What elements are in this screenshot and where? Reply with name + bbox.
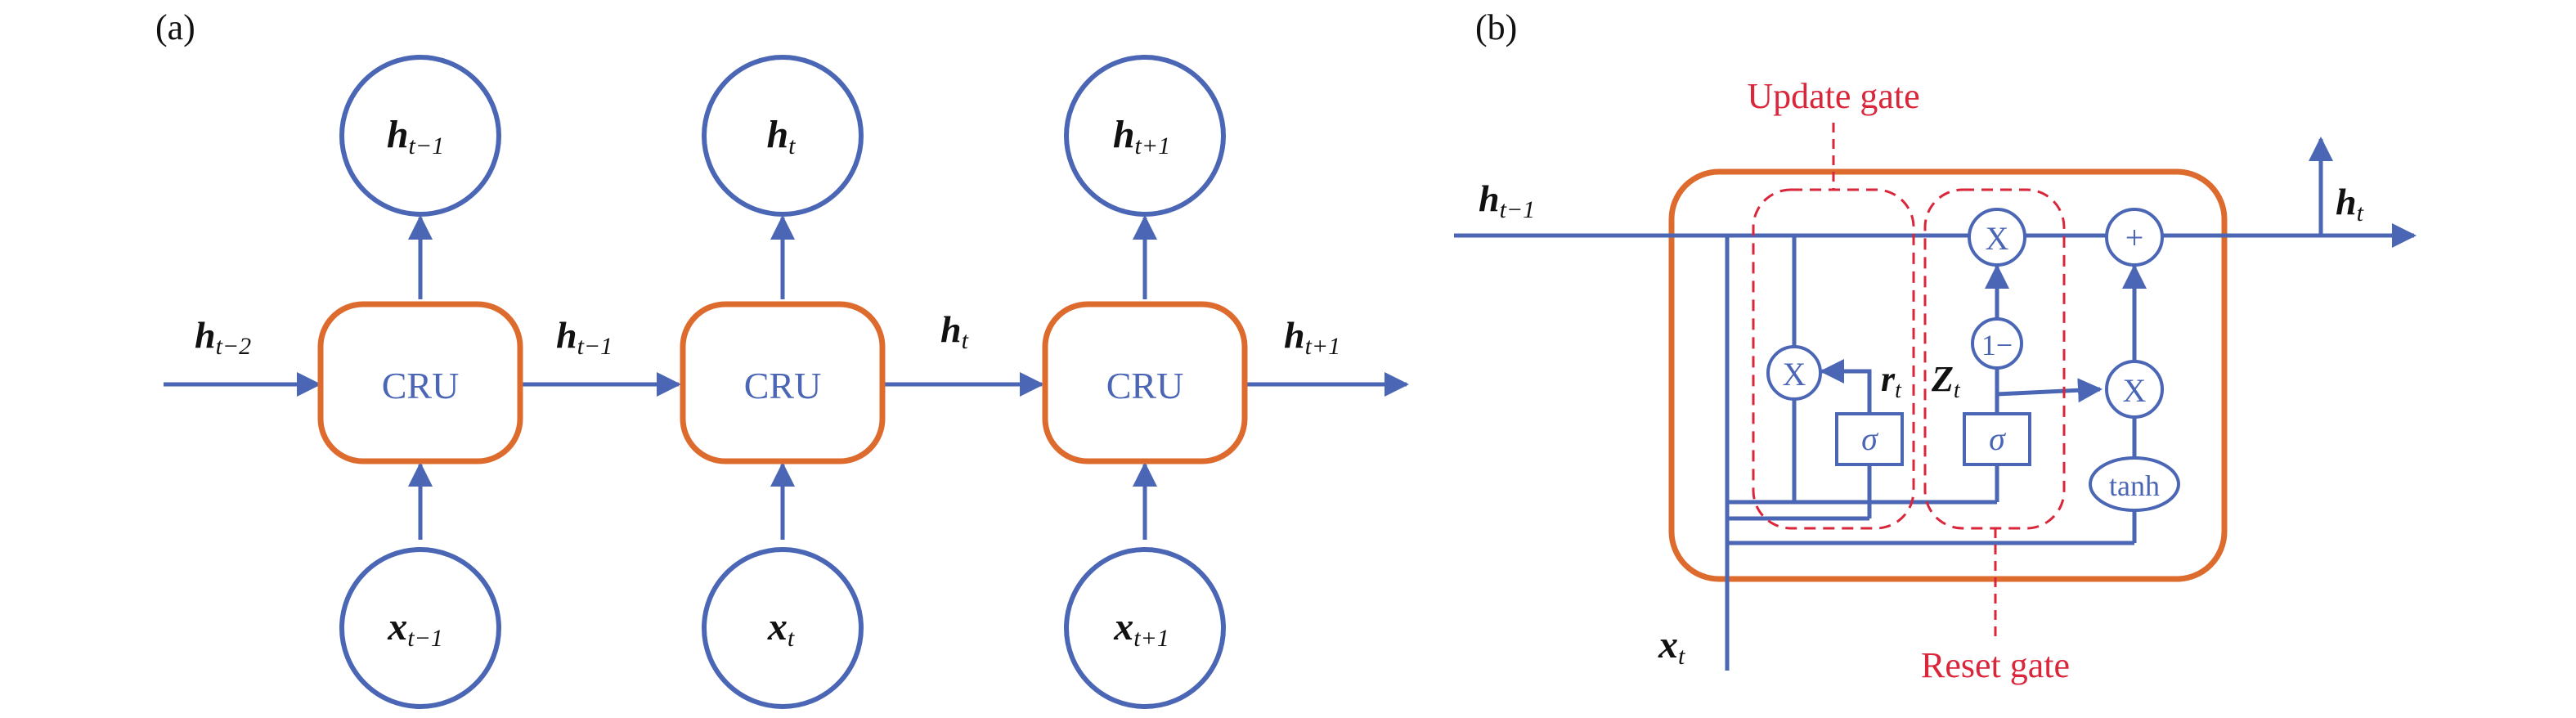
panel-b-label: (b) [1475, 7, 1517, 47]
cru-label-2: CRU [744, 365, 822, 406]
reset-r-arrow [1820, 359, 1872, 414]
chain-label-2: ht [940, 308, 969, 354]
reset-multiply-node [1766, 345, 1822, 401]
panel-a: (a) ht−2 ht−1 ht ht+1 CRU ht−1 xt−1 CRU [155, 7, 1409, 709]
panel-a-label: (a) [155, 7, 195, 47]
output-node-1 [339, 55, 501, 217]
input-label-2: xt [767, 605, 795, 652]
input-label-3: xt+1 [1113, 605, 1169, 652]
one-minus-label: 1− [1981, 329, 2013, 361]
plus-node [2105, 208, 2164, 267]
input-node-3 [1064, 547, 1226, 709]
reset-sigma-box [1835, 412, 1904, 466]
chain-label-1: ht−1 [556, 314, 613, 360]
update-gate-label: Update gate [1747, 76, 1919, 116]
cru-box-3 [1042, 301, 1248, 464]
input-node-2 [702, 547, 864, 709]
cell-box [1668, 168, 2228, 582]
update-sigma-label: σ [1989, 420, 2006, 457]
output-node-3 [1064, 55, 1226, 217]
output-label-1: ht−1 [387, 113, 444, 159]
cru-cell-3: CRU ht+1 xt+1 [1042, 55, 1248, 709]
update-z-right-arrow [1996, 378, 2103, 403]
cru-box-2 [680, 301, 886, 464]
output-node-2 [702, 55, 864, 217]
cru-label-3: CRU [1106, 365, 1184, 406]
h-out-label: ht [2336, 181, 2364, 227]
chain-label-0: ht−2 [195, 314, 251, 360]
panel-b: (b) ht−1 ht xt σ X rt σ 1− [1454, 7, 2417, 685]
reset-multiply-label: X [1783, 356, 1806, 393]
state-multiply-node [1968, 208, 2026, 267]
h-prev-label: ht−1 [1479, 177, 1535, 223]
candidate-multiply-label: X [2123, 372, 2147, 409]
tanh-label: tanh [2109, 469, 2160, 502]
output-label-2: ht [766, 113, 796, 159]
chain-label-3: ht+1 [1284, 314, 1340, 360]
r-label: rt [1881, 359, 1902, 403]
z-label: Zt [1931, 359, 1961, 403]
input-label-1: xt−1 [387, 605, 443, 652]
plus-label: + [2125, 219, 2144, 256]
state-multiply-label: X [1986, 220, 2009, 257]
x-input-label: xt [1658, 623, 1685, 670]
input-node-1 [339, 547, 501, 709]
reset-gate-label: Reset gate [1921, 645, 2070, 685]
reset-sigma-label: σ [1861, 420, 1878, 457]
cru-box-1 [317, 301, 523, 464]
cru-cell-2: CRU ht xt [680, 55, 886, 709]
output-label-3: ht+1 [1113, 113, 1170, 159]
cru-label-1: CRU [382, 365, 460, 406]
cru-cell-1: CRU ht−1 xt−1 [317, 55, 523, 709]
